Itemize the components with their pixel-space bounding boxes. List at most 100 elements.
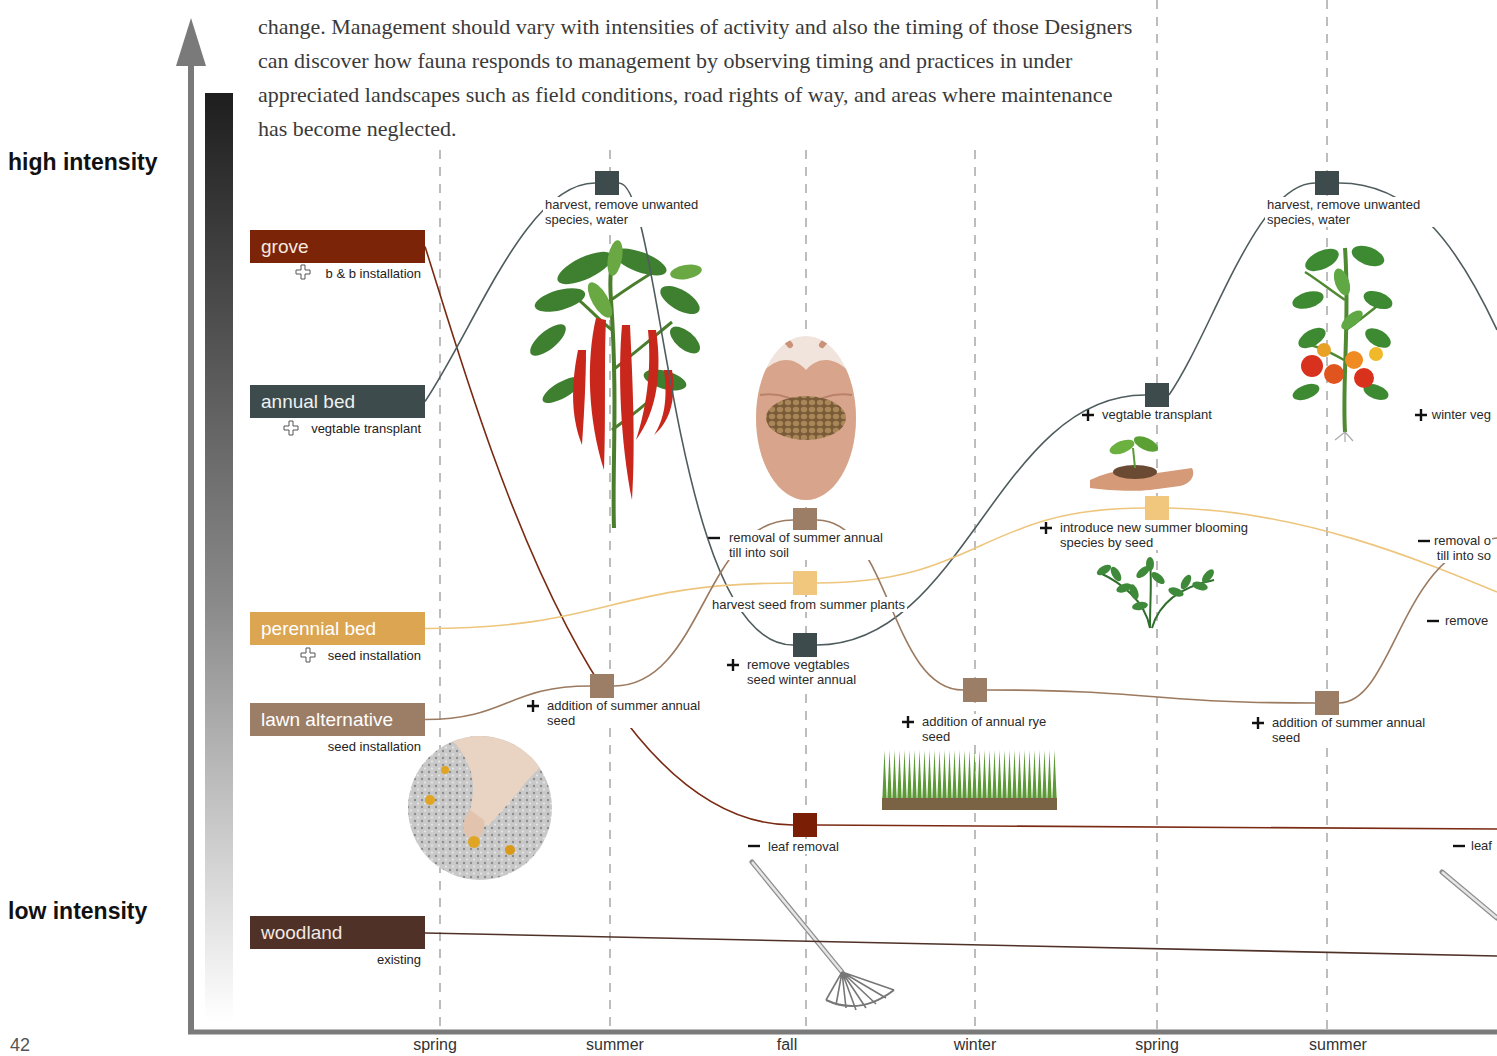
seedling-plant-illustration — [1098, 564, 1214, 628]
activity-label: vegtable transplant — [1100, 407, 1214, 422]
add-remove-symbol — [527, 409, 1465, 846]
tomato-plant-illustration — [1324, 364, 1344, 384]
add-remove-symbol — [1040, 522, 1052, 534]
add-remove-symbol — [1453, 845, 1465, 847]
season-label: spring — [411, 1036, 459, 1053]
seedling-plant-illustration — [1109, 565, 1124, 583]
pepper-plant — [656, 280, 704, 319]
activity-label: remove vegtables seed winter annual — [745, 657, 874, 687]
installation-note: seed installation — [327, 739, 422, 754]
pepper-plant — [573, 318, 673, 500]
series-line — [425, 183, 1497, 956]
series-line — [1339, 538, 1497, 703]
pepper-plant — [665, 322, 704, 359]
category-name: grove — [250, 230, 309, 263]
tomato-plant-illustration — [1290, 242, 1394, 442]
activity-label: introduce new summer blooming species by… — [1058, 520, 1262, 550]
seed-hands-photo — [766, 396, 846, 440]
pepper-plant — [525, 239, 704, 528]
seed-hands-photo — [756, 336, 856, 500]
add-remove-symbol — [1418, 540, 1430, 542]
milestone-square: harvest, remove unwanted species, water — [1315, 171, 1339, 195]
tomato-plant-illustration — [1345, 351, 1363, 369]
activity-label: removal of summer annual till into soil — [727, 530, 891, 560]
soil-seeding-photo — [425, 736, 560, 855]
category-box: woodlandexisting — [250, 916, 425, 949]
activity-label: removal o — [1433, 533, 1492, 548]
category-name: woodland — [250, 916, 342, 949]
tomato-plant-illustration — [1331, 266, 1366, 333]
rake-illustration — [1442, 872, 1497, 918]
pepper-plant — [590, 318, 606, 470]
tomato-plant-illustration — [1335, 432, 1353, 442]
milestone-square: removal of summer annual till into soil — [793, 508, 817, 532]
seedling-plant-illustration — [1200, 567, 1216, 584]
rake-illustration — [826, 990, 894, 1006]
milestone-square: addition of summer annual seed — [1315, 691, 1339, 715]
add-remove-symbol — [708, 537, 720, 539]
tomato-plant-illustration — [1361, 287, 1395, 312]
add-remove-symbol — [527, 700, 539, 712]
milestone-square: introduce new summer blooming species by… — [1145, 496, 1169, 520]
add-remove-symbol — [1415, 409, 1427, 421]
add-remove-symbol — [902, 716, 914, 728]
season-label: summer — [1307, 1036, 1369, 1053]
add-remove-symbol — [727, 659, 739, 671]
seed-hands-photo — [756, 340, 856, 500]
tomato-plant-illustration — [1290, 242, 1394, 404]
tomato-plant-illustration — [1369, 347, 1383, 361]
seed-hands-photo — [756, 360, 856, 500]
milestone-square: leaf removal — [793, 813, 817, 837]
pepper-plant — [553, 245, 617, 290]
tomato-plant-illustration — [1317, 343, 1331, 357]
axis-label: high intensity — [8, 148, 158, 176]
category-name: perennial bed — [250, 612, 376, 645]
category-name: lawn alternative — [250, 703, 393, 736]
seedling-hands-photo — [1132, 433, 1161, 455]
seedling-hands-photo — [1090, 433, 1193, 491]
rake-illustration — [752, 862, 842, 972]
milestone-square: remove vegtables seed winter annual — [793, 633, 817, 657]
installation-note: existing — [376, 952, 422, 967]
add-remove-symbol — [748, 845, 760, 847]
install-symbol — [301, 648, 315, 662]
activity-label: winter veg — [1431, 407, 1492, 422]
category-box: groveb & b installation — [250, 230, 425, 263]
activity-label: till into so — [1436, 548, 1492, 563]
intensity-axis — [188, 58, 194, 1034]
installation-note: vegtable transplant — [310, 421, 422, 436]
rake-illustration — [752, 862, 842, 972]
tomato-plant-illustration — [1290, 381, 1321, 404]
season-gridline — [439, 150, 440, 1030]
milestone-square: addition of summer annual seed — [590, 674, 614, 698]
install-symbol — [284, 265, 315, 662]
pepper-plant — [532, 284, 587, 317]
activity-label: addition of summer annual seed — [545, 698, 719, 728]
activity-label: harvest, remove unwanted species, water — [1265, 197, 1439, 227]
seedling-hands-photo — [1108, 437, 1137, 457]
season-gridline — [1326, 0, 1327, 1030]
category-box: annual bedvegtable transplant — [250, 385, 425, 418]
season-gridline — [974, 150, 975, 1030]
soil-seeding-photo — [468, 836, 480, 848]
tomato-plant-illustration — [1301, 355, 1323, 377]
pepper-plant — [605, 239, 625, 277]
tomato-plant-illustration — [1354, 368, 1374, 388]
rake-illustration — [752, 862, 894, 1010]
season-label: spring — [1133, 1036, 1181, 1053]
seedling-plant-illustration — [1095, 563, 1113, 578]
activity-label: harvest seed from summer plants — [710, 597, 907, 612]
rake-illustration — [1442, 872, 1497, 918]
rake-illustration — [1442, 872, 1497, 918]
soil-seeding-photo — [441, 766, 449, 774]
body-paragraph: change. Management should vary with inte… — [258, 10, 1138, 146]
activity-label: leaf — [1470, 838, 1493, 853]
seedling-plant-illustration — [1128, 583, 1141, 601]
milestone-square: harvest, remove unwanted species, water — [595, 171, 619, 195]
activity-label: leaf removal — [766, 839, 841, 854]
seedling-plant-illustration — [1146, 557, 1154, 571]
install-symbol — [284, 421, 298, 435]
pepper-plant — [525, 319, 570, 361]
seedling-hands-photo — [1133, 448, 1135, 468]
